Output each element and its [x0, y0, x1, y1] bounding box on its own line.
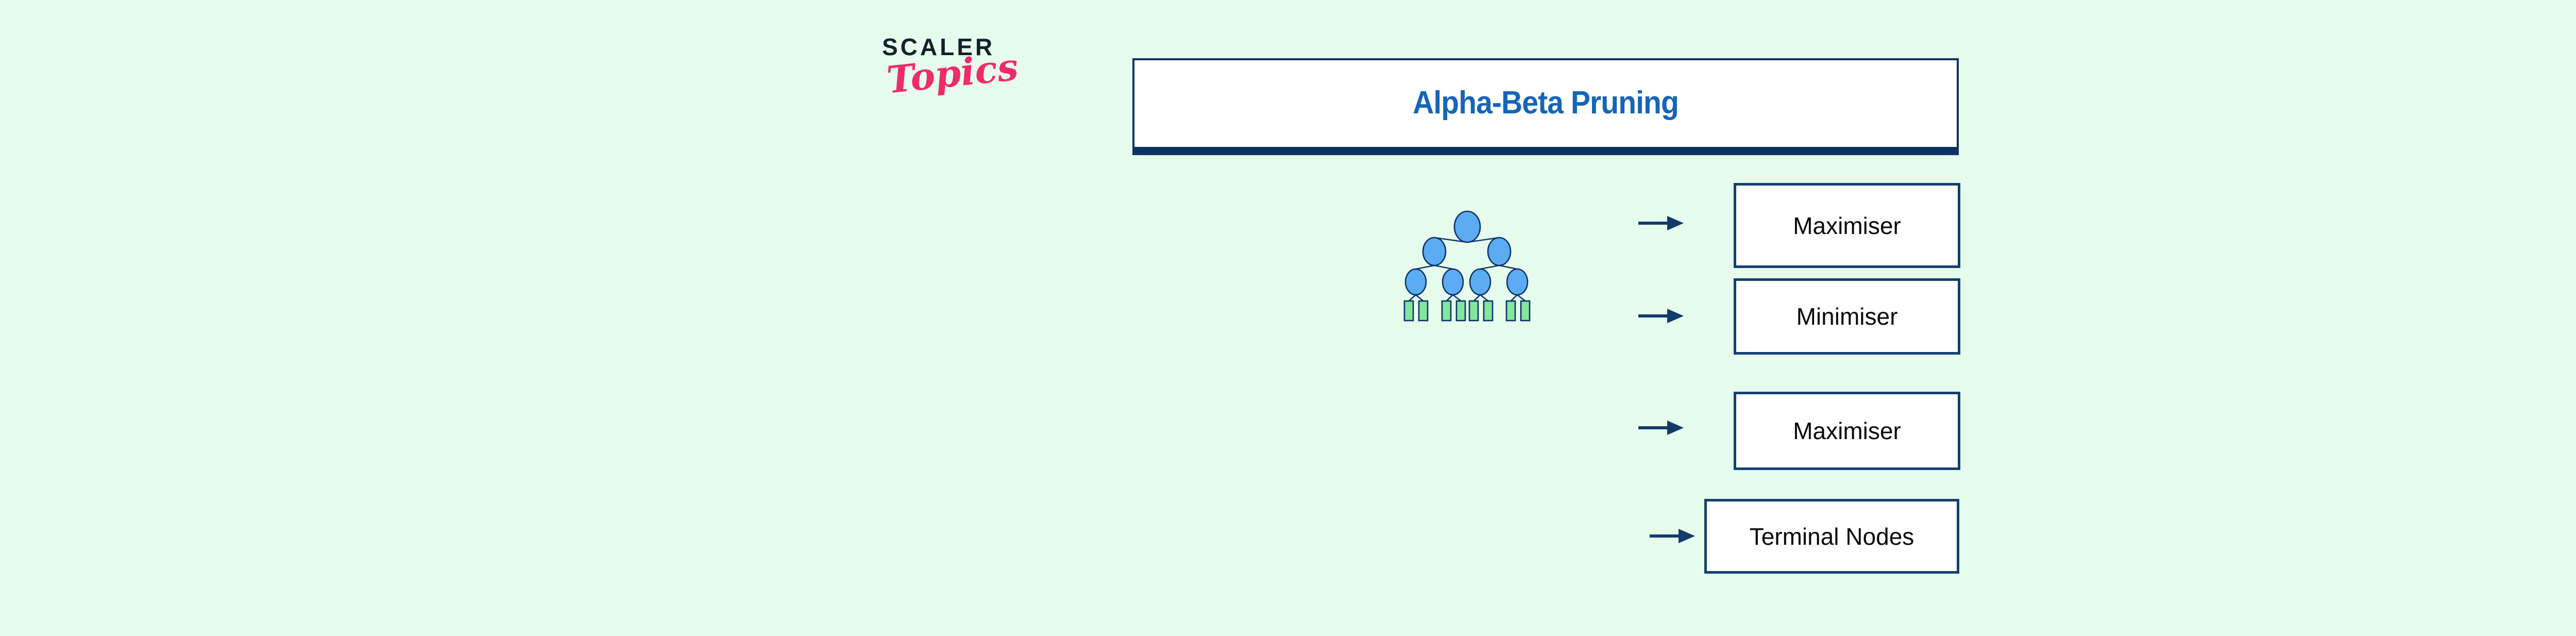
legend-label: Minimiser [1796, 303, 1898, 330]
terminal-node-rect [1418, 300, 1429, 322]
tree-edge [1408, 294, 1416, 302]
tree-node-ellipse [1442, 268, 1464, 296]
terminal-node-rect [1403, 300, 1414, 322]
tree-edges [1408, 237, 1526, 302]
tree-node-ellipse [1453, 210, 1481, 243]
terminal-node-rect [1520, 300, 1531, 322]
tree-edge [1510, 294, 1518, 302]
tree-edge [1434, 264, 1453, 270]
tree-edge [1415, 294, 1424, 302]
tree-edge [1499, 264, 1518, 270]
tree-edge [1480, 294, 1489, 302]
scaler-topics-logo: SCALER Topics [882, 35, 1037, 138]
tree-node-ellipse [1487, 237, 1512, 266]
page-title: Alpha-Beta Pruning [1413, 85, 1679, 121]
logo-wordmark-scaler: SCALER [882, 34, 995, 60]
tree-node-ellipse [1404, 268, 1427, 296]
legend-box-maximiser-lower: Maximiser [1734, 392, 1960, 470]
arrow-right-icon-level-2 [1638, 421, 1684, 435]
legend-box-terminal-nodes: Terminal Nodes [1704, 499, 1959, 574]
legend-box-minimiser: Minimiser [1734, 278, 1960, 355]
legend-label: Terminal Nodes [1749, 523, 1914, 550]
tree-node-ellipse [1506, 268, 1529, 296]
terminal-node-rect [1455, 300, 1466, 322]
tree-edge [1415, 264, 1435, 270]
game-tree-graphic [1403, 210, 1531, 322]
arrow-right-icon-level-3 [1650, 529, 1695, 543]
tree-edge [1517, 294, 1526, 302]
tree-edge [1452, 294, 1462, 302]
terminal-node-rect [1468, 300, 1479, 322]
terminal-node-rect [1505, 300, 1516, 322]
title-underbar [1132, 147, 1959, 155]
terminal-node-rect [1483, 300, 1494, 322]
tree-node-ellipse [1422, 237, 1447, 266]
legend-box-maximiser-top: Maximiser [1734, 183, 1960, 268]
arrow-right-icon-level-0 [1638, 216, 1684, 230]
tree-edge [1480, 264, 1500, 270]
terminal-node-rect [1441, 300, 1452, 322]
tree-nodes [1403, 210, 1531, 322]
tree-edge [1473, 294, 1481, 302]
legend-label: Maximiser [1793, 212, 1901, 239]
tree-node-ellipse [1469, 268, 1492, 296]
title-banner: Alpha-Beta Pruning [1132, 58, 1959, 147]
tree-edge [1446, 294, 1453, 302]
arrow-right-icon-level-1 [1638, 309, 1684, 323]
legend-label: Maximiser [1793, 417, 1901, 444]
